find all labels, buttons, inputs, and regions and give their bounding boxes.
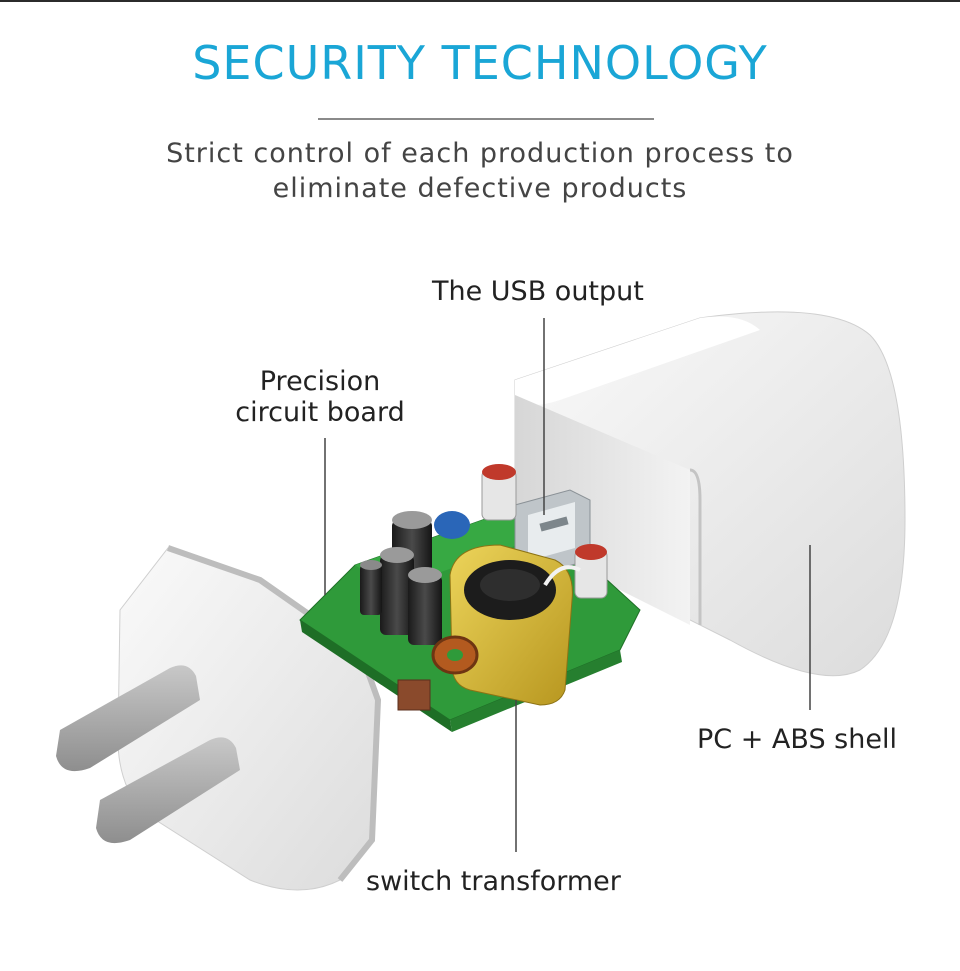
circuit-board-label-line-1: Precision	[259, 366, 381, 397]
title-underline	[318, 118, 654, 120]
circuit-board-label: Precision circuit board	[222, 366, 418, 428]
circuit-board-label-line-2: circuit board	[235, 397, 405, 428]
switch-transformer	[397, 544, 581, 711]
abs-shell	[514, 311, 906, 677]
transformer-label: switch transformer	[366, 866, 621, 897]
top-rule	[0, 0, 960, 2]
shell-label: PC + ABS shell	[697, 724, 897, 755]
page-title: SECURITY TECHNOLOGY	[192, 36, 768, 90]
usb-output-label: The USB output	[432, 276, 644, 307]
capacitors	[360, 464, 608, 645]
subtitle-line-1: Strict control of each production proces…	[166, 138, 794, 169]
page-subtitle: Strict control of each production proces…	[0, 136, 960, 206]
callout-lines	[324, 318, 811, 852]
subtitle-line-2: eliminate defective products	[272, 173, 688, 204]
